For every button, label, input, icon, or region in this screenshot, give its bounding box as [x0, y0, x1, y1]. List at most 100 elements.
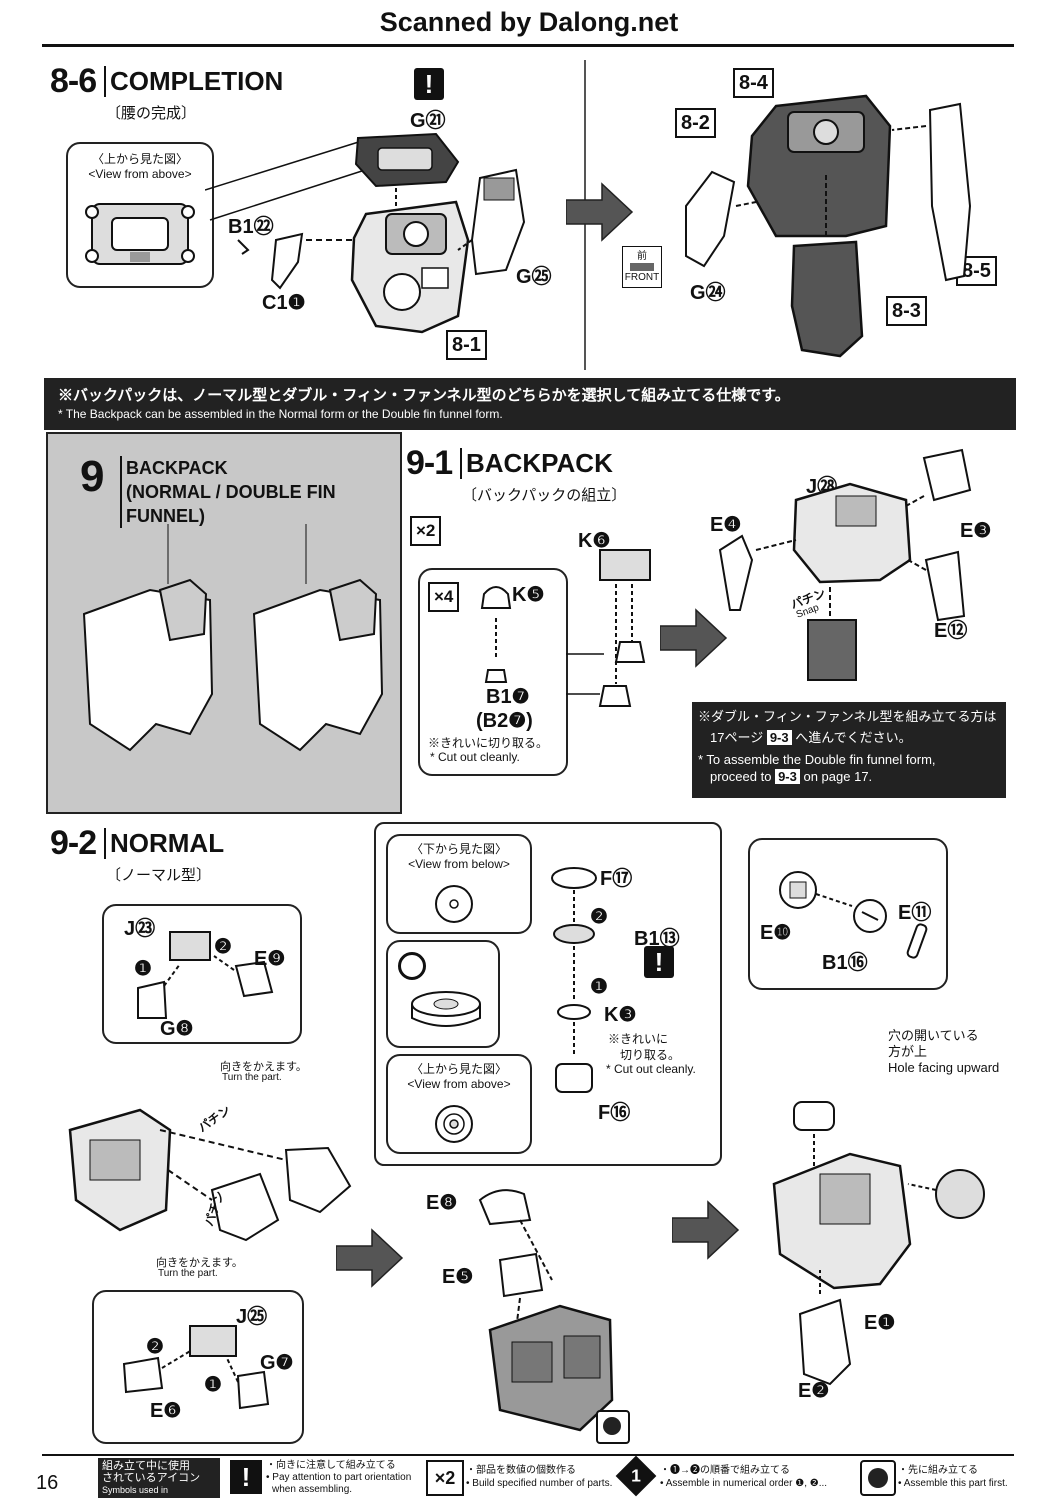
attention-icon: ! — [414, 68, 444, 100]
subassembly-b-callout: J㉕ G❼ E❻ ❶ ❷ — [92, 1290, 304, 1444]
view-above-callout: 〈上から見た図〉 <View from above> — [66, 142, 214, 288]
wrong-orientation-callout — [386, 940, 500, 1048]
waist-assembly-illustration — [237, 132, 526, 334]
legend-orientation-en2: when assembling. — [272, 1484, 353, 1495]
front-en: FRONT — [624, 272, 660, 283]
waist-top-view-illustration — [85, 203, 195, 265]
step-9-panel: 9 BACKPACK (NORMAL / DOUBLE FIN FUNNEL) — [46, 432, 402, 814]
legend-multiply-icon: ×2 — [426, 1460, 464, 1496]
part-label-g8: G❽ — [160, 1018, 194, 1040]
part-label-e10: E❿ — [760, 922, 792, 944]
footer-rule — [42, 1454, 1014, 1456]
note-en-ref-box: 9-3 — [775, 769, 800, 784]
legend-order-jp: ・❶→❷の順番で組み立てる — [660, 1465, 790, 1476]
ref-box-8-4: 8-4 — [733, 68, 774, 98]
step-9-title-line1: BACKPACK — [126, 458, 228, 478]
step-9-2-title: NORMAL — [104, 828, 224, 859]
order-1-marker-b: ❶ — [204, 1374, 222, 1396]
incorrect-part-illustration — [411, 991, 481, 1027]
view-above-jp-2: 〈上から見た図〉 — [410, 1062, 507, 1076]
turn-part-jp-2: 向きをかえます。 — [156, 1257, 243, 1269]
legend-order-icon: 1 — [615, 1455, 657, 1497]
legend-orientation-en1: • Pay attention to part orientation — [266, 1472, 412, 1483]
next-step-arrow-4 — [672, 1200, 740, 1260]
legend-attention-icon: ! — [230, 1460, 262, 1494]
view-above-en-2: <View from above> — [407, 1077, 511, 1091]
turn-part-en-2: Turn the part. — [158, 1268, 218, 1279]
note-jp-proceed: へ進んでください。 — [795, 730, 912, 745]
part-label-e9: E❾ — [254, 948, 286, 970]
part-label-e8: E❽ — [426, 1192, 458, 1214]
part-label-g7: G❼ — [260, 1352, 294, 1374]
view-below-en: <View from below> — [408, 857, 510, 871]
order-1-marker-c: ❶ — [590, 976, 608, 998]
subassembly-a-illustration — [137, 931, 274, 1019]
part-label-k3: K❸ — [604, 1004, 637, 1026]
backpack-normal-assembly-illustration — [68, 1108, 352, 1242]
part-label-f17: F⑰ — [600, 868, 633, 890]
legend-item-order: ・❶→❷の順番で組み立てる • Assemble in numerical or… — [660, 1464, 827, 1490]
step-9-1-number: 9-1 — [406, 444, 453, 482]
legend-en: Symbols used in instructions — [102, 1485, 169, 1507]
next-step-arrow — [566, 182, 634, 242]
notice-jp: ※バックパックは、ノーマル型とダブル・フィン・ファンネル型のどちらかを選択して組… — [58, 387, 790, 404]
ref-box-8-1: 8-1 — [446, 330, 487, 360]
note-en-proceed: proceed to — [710, 769, 772, 784]
part-k5-callout: ×4 K❺ B1❼ (B2❼) ※きれいに切り取る。 * Cut out cle… — [418, 568, 568, 776]
legend-first-jp: ・先に組み立てる — [898, 1465, 978, 1476]
part-label-e3: E❸ — [960, 520, 992, 542]
step-8-6-title: COMPLETION — [104, 66, 283, 97]
turn-part-en-1: Turn the part. — [222, 1072, 282, 1083]
backpack-center-assembly-illustration — [478, 1189, 614, 1432]
ref-box-8-2: 8-2 — [675, 108, 716, 138]
legend-item-multiply: ・部品を数値の個数作る • Build specified number of … — [466, 1464, 612, 1490]
front-jp: 前 — [637, 251, 647, 262]
step-9-number: 9 — [80, 452, 105, 501]
thruster-top-illustration — [435, 1105, 473, 1143]
cut-cleanly-jp: ※きれいに切り取る。 — [428, 736, 549, 750]
thruster-cone-illustration — [480, 586, 512, 683]
part-label-e1: E❶ — [864, 1312, 896, 1334]
view-above-en: <View from above> — [88, 167, 192, 181]
mult-x4-icon: ×4 — [428, 582, 460, 612]
part-label-e11: E⑪ — [898, 902, 932, 924]
next-step-arrow-2 — [660, 608, 728, 668]
step-8-6-jp-title: 〔腰の完成〕 — [106, 105, 197, 122]
note-ref-box: 9-3 — [766, 730, 792, 745]
cut-jp-line2: 切り取る。 — [620, 1048, 681, 1062]
cut-jp-line1: ※きれいに — [608, 1032, 669, 1046]
legend-order-number: 1 — [631, 1465, 641, 1486]
part-label-k5: K❺ — [512, 584, 545, 606]
part-label-b1-13: B1⑬ — [634, 928, 680, 950]
backpack-forms-illustration — [82, 524, 384, 752]
legend-orientation-jp: ・向きに注意して組み立てる — [266, 1460, 396, 1471]
callout-pointer-lines — [205, 139, 366, 221]
order-2-marker: ❷ — [214, 936, 232, 958]
part-label-f16: F⑯ — [598, 1102, 631, 1124]
step-9-1-title: BACKPACK — [460, 448, 613, 479]
thruster-assembly-illustration — [566, 549, 651, 707]
part-label-b2-7: (B2❼) — [476, 710, 533, 732]
hole-upward-note: 穴の開いている 方が上 Hole facing upward — [888, 1028, 999, 1076]
view-below-callout: 〈下から見た図〉 <View from below> — [386, 834, 532, 934]
legend-first-icon — [860, 1460, 896, 1496]
order-2-marker-b: ❷ — [146, 1336, 164, 1358]
hole-jp-line1: 穴の開いている — [888, 1028, 979, 1043]
waist-exploded-illustration — [685, 94, 972, 358]
step-9-title: BACKPACK (NORMAL / DOUBLE FIN FUNNEL) — [120, 456, 400, 528]
header-rule — [42, 44, 1014, 47]
part-label-e12: E⑫ — [934, 620, 968, 642]
cut-en: * Cut out cleanly. — [606, 1062, 696, 1076]
backpack-notice-bar: ※バックパックは、ノーマル型とダブル・フィン・ファンネル型のどちらかを選択して組… — [44, 378, 1016, 430]
turn-part-jp-1: 向きをかえます。 — [220, 1061, 307, 1073]
view-above-jp: 〈上から見た図〉 — [91, 152, 188, 166]
scan-credit: Scanned by Dalong.net — [379, 7, 679, 37]
note-en-page: on page 17. — [803, 769, 873, 784]
part-label-b1-22: B1㉒ — [228, 216, 274, 238]
ref-box-8-3: 8-3 — [886, 296, 927, 326]
part-label-e4: E❹ — [710, 514, 742, 536]
cut-cleanly-en: * Cut out cleanly. — [430, 750, 520, 764]
step-9-1-jp: 〔バックパックの組立〕 — [462, 487, 627, 504]
part-label-g21: G㉑ — [410, 110, 446, 132]
assemble-first-dot — [603, 1417, 621, 1435]
